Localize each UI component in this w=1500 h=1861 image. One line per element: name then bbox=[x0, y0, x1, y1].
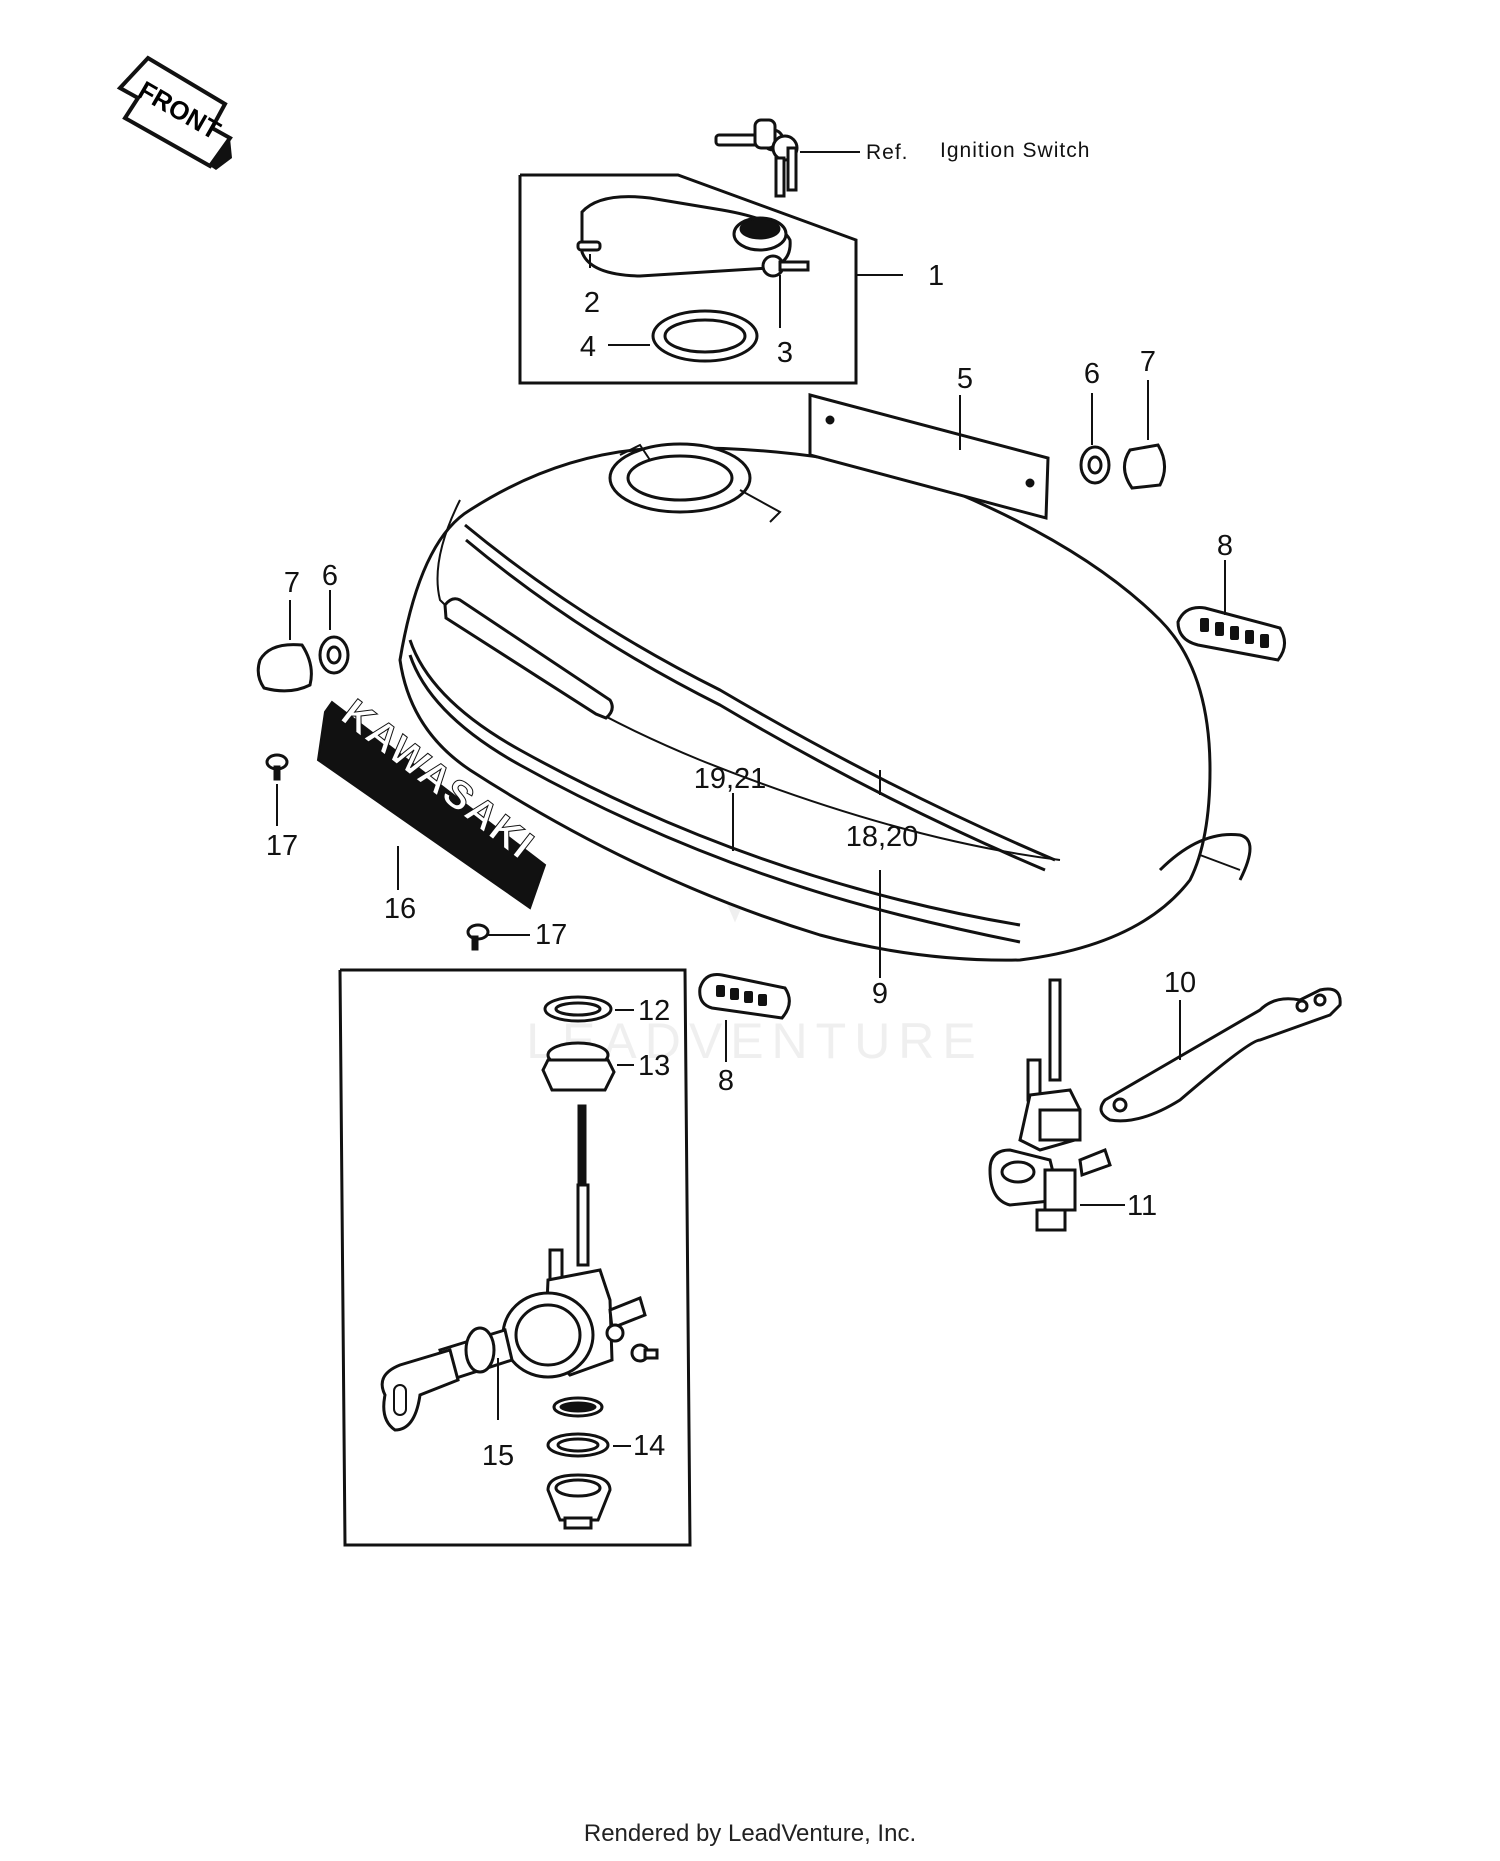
keys-icon bbox=[714, 118, 860, 198]
callout-12: 12 bbox=[638, 995, 670, 1027]
reference-ignition-switch: Ignition Switch bbox=[940, 139, 1090, 162]
callout-6-left: 6 bbox=[322, 560, 338, 592]
callout-4: 4 bbox=[580, 331, 596, 363]
bracket-part-10 bbox=[1099, 987, 1342, 1123]
footer-credit: Rendered by LeadVenture, Inc. bbox=[583, 1820, 917, 1847]
callout-16: 16 bbox=[384, 893, 416, 925]
callout-10: 10 bbox=[1164, 967, 1196, 999]
rubber-strip-part-5 bbox=[808, 393, 1050, 520]
callout-18-20: 18,20 bbox=[846, 821, 919, 853]
washer-damper-left bbox=[256, 590, 350, 693]
callout-15: 15 bbox=[482, 1440, 514, 1472]
screw-part-17-right bbox=[466, 923, 530, 951]
callout-6-right: 6 bbox=[1084, 358, 1100, 390]
callout-19-21: 19,21 bbox=[694, 763, 767, 795]
callout-9: 9 bbox=[872, 978, 888, 1010]
callout-14: 14 bbox=[633, 1430, 665, 1462]
fuel-tank bbox=[398, 442, 1252, 978]
grommet-part-8-lower bbox=[698, 973, 791, 1062]
callout-labels: 1 2 3 4 5 6 6 7 7 8 8 9 10 11 12 13 14 1… bbox=[266, 260, 1233, 1472]
grommet-part-8-upper bbox=[1176, 560, 1286, 662]
callout-5: 5 bbox=[957, 363, 973, 395]
callout-1: 1 bbox=[928, 260, 944, 292]
callout-3: 3 bbox=[777, 337, 793, 369]
callout-2: 2 bbox=[584, 287, 600, 319]
callout-7-left: 7 bbox=[284, 567, 300, 599]
callout-8-lower: 8 bbox=[718, 1065, 734, 1097]
callout-13: 13 bbox=[638, 1050, 670, 1082]
callout-17-right: 17 bbox=[535, 919, 567, 951]
callout-7-right: 7 bbox=[1140, 346, 1156, 378]
callout-8-upper: 8 bbox=[1217, 530, 1233, 562]
fuel-cock-exploded-box bbox=[338, 968, 692, 1547]
fuel-cock-part-11 bbox=[988, 978, 1125, 1232]
front-arrow-icon: FRONT bbox=[116, 55, 233, 170]
fuel-cap-assembly-box bbox=[518, 173, 903, 385]
callout-17-left: 17 bbox=[266, 830, 298, 862]
screw-part-17-left bbox=[265, 753, 289, 826]
callout-11: 11 bbox=[1127, 1190, 1157, 1222]
reference-prefix: Ref. bbox=[866, 141, 909, 164]
washer-damper-right bbox=[1079, 380, 1166, 490]
